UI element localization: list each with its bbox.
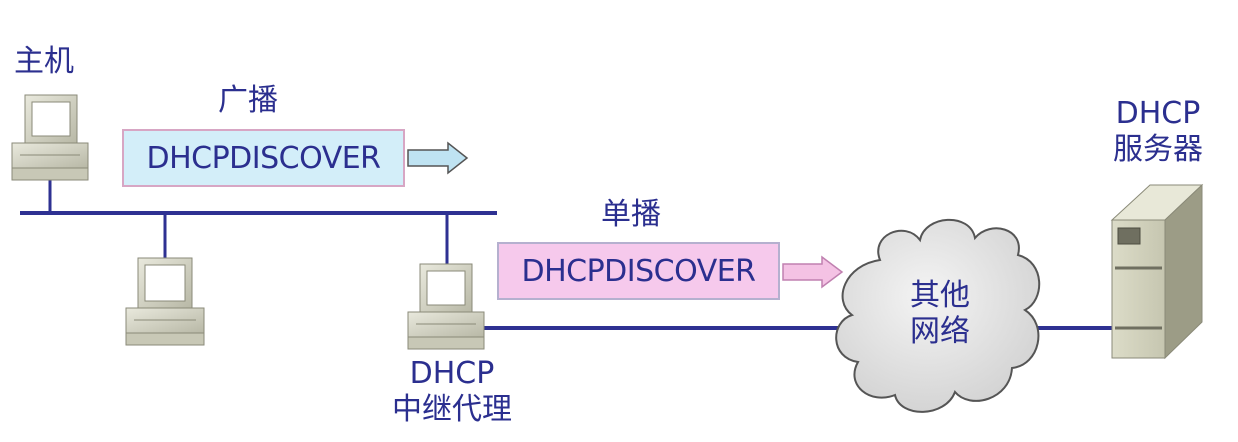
- cloud-label: 其他 网络: [890, 278, 990, 350]
- unicast-arrow-icon: [782, 255, 844, 289]
- host-label: 主机: [14, 44, 74, 79]
- server-label-line2: 服务器: [1113, 132, 1203, 167]
- broadcast-message-box: DHCPDISCOVER: [122, 129, 405, 187]
- cloud-icon: [835, 218, 1041, 413]
- broadcast-label: 广播: [218, 83, 278, 118]
- cloud-label-line2: 网络: [910, 314, 970, 349]
- relay-label-line2: 中继代理: [392, 392, 512, 427]
- server-label: DHCP 服务器: [1088, 96, 1228, 168]
- unicast-message-box: DHCPDISCOVER: [497, 242, 780, 300]
- broadcast-message-text: DHCPDISCOVER: [146, 140, 381, 176]
- relay-label-line1: DHCP: [409, 356, 495, 391]
- server-label-line1: DHCP: [1115, 96, 1201, 131]
- server-icon: [1110, 183, 1204, 360]
- unicast-label: 单播: [601, 197, 661, 232]
- broadcast-arrow-icon: [407, 141, 469, 175]
- relay-computer-icon: [407, 263, 485, 350]
- lan-computer-icon: [125, 257, 205, 346]
- cloud-label-line1: 其他: [910, 278, 970, 313]
- unicast-message-text: DHCPDISCOVER: [521, 253, 756, 289]
- host-computer-icon: [11, 94, 89, 181]
- relay-label: DHCP 中继代理: [372, 356, 532, 428]
